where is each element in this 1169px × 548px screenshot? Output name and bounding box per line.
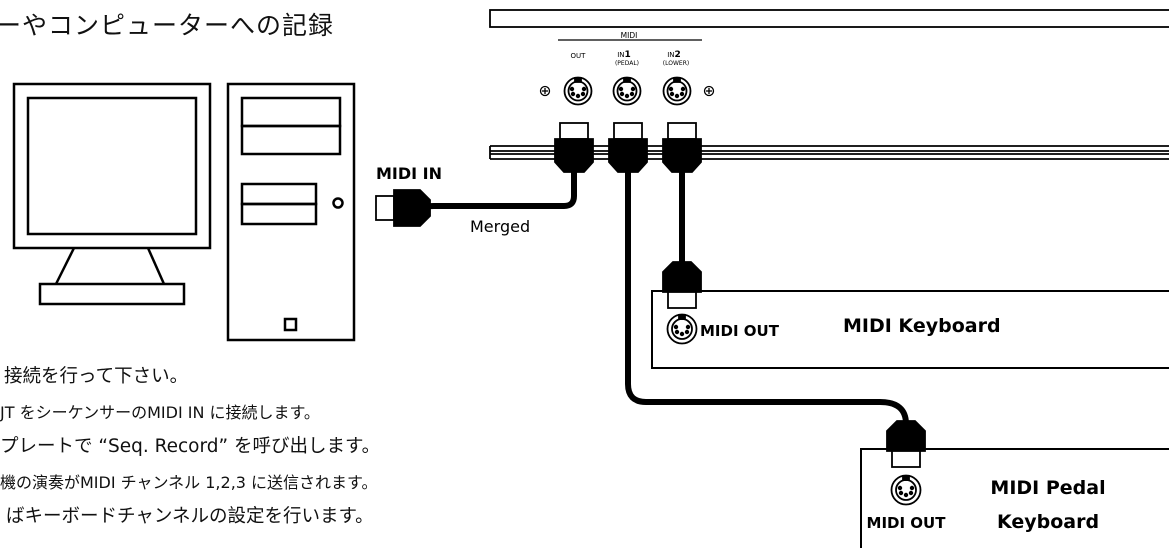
plug-in1-icon (608, 122, 648, 173)
instruction-line-3: プレートで “Seq. Record” を呼び出します。 (0, 436, 381, 457)
midi-in1-number: 1 (625, 50, 631, 60)
midi-pedal-keyboard-title-line2: Keyboard (997, 511, 1099, 533)
midi-keyboard-box (651, 290, 1169, 369)
power-button (283, 317, 298, 332)
pedal-midi-out-label: MIDI OUT (867, 514, 947, 532)
keyboard-midi-out-label: MIDI OUT (700, 322, 780, 340)
midi-keyboard-title: MIDI Keyboard (843, 315, 1001, 337)
midi-out-port-label: OUT (571, 52, 587, 60)
power-light (332, 197, 344, 209)
midi-in2-socket-icon (662, 76, 692, 106)
cable-in1-to-pedal (625, 169, 909, 427)
plug-pedal-icon (886, 420, 926, 468)
instruction-line-2: JT をシーケンサーのMIDI IN に接続します。 (0, 403, 320, 422)
midi-in1-text: IN (617, 51, 624, 59)
midi-group-label: MIDI (621, 31, 638, 40)
panel-screw-right-icon (703, 85, 715, 97)
midi-out-socket-icon (563, 76, 593, 106)
cables (423, 169, 909, 427)
pedal-midi-out-socket-icon (890, 474, 922, 506)
midi-pedal-keyboard-title-line1: MIDI Pedal (990, 477, 1105, 499)
panel-screw-left-icon (539, 85, 551, 97)
page-heading: ーやコンピューターへの記録 (0, 11, 335, 40)
plug-computer-midi-in-icon (375, 189, 431, 227)
instruction-line-1: 接続を行って下さい。 (4, 366, 189, 387)
midi-in2-sublabel: (LOWER) (663, 60, 689, 67)
cable-out-to-computer (423, 169, 577, 211)
monitor (12, 82, 212, 306)
tower (226, 82, 356, 342)
midi-in1-socket-icon (612, 76, 642, 106)
instruction-line-4: 機の演奏がMIDI チャンネル 1,2,3 に送信されます。 (0, 473, 378, 492)
midi-in2-number: 2 (675, 50, 681, 60)
midi-in1-port-label: IN1 (617, 50, 631, 60)
merged-label: Merged (470, 217, 530, 236)
computer-midi-in-label: MIDI IN (376, 164, 442, 183)
keyboard-midi-out-socket-icon (666, 313, 698, 345)
plug-out-icon (554, 122, 594, 173)
computer-illustration (12, 82, 356, 342)
midi-in1-sublabel: (PEDAL) (615, 60, 639, 67)
instruction-line-5: ばキーボードチャンネルの設定を行います。 (6, 506, 374, 527)
plug-keyboard-icon (662, 261, 702, 309)
organ-panel (489, 9, 1169, 160)
midi-pedal-keyboard-box (860, 448, 1169, 548)
midi-in2-port-label: IN2 (667, 50, 681, 60)
plug-in2-icon (662, 122, 702, 173)
midi-in2-text: IN (667, 51, 674, 59)
